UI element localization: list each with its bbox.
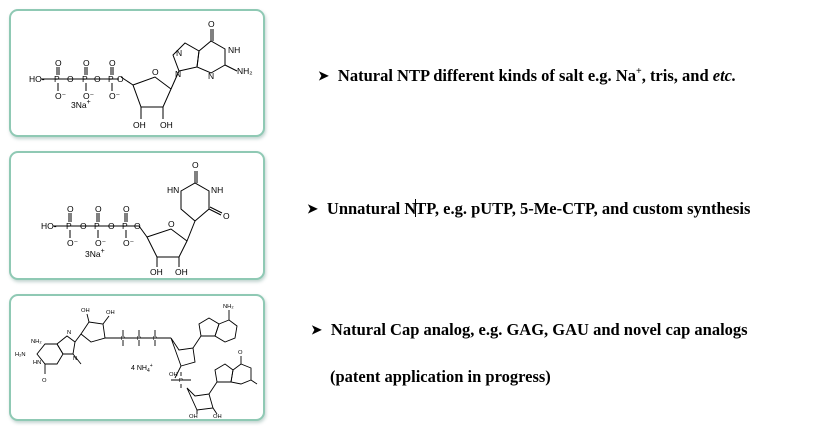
sugar-hydroxyl: OH xyxy=(213,414,222,419)
anionic-oxygen: O⁻ xyxy=(123,238,134,248)
item-text: (patent application in progress) xyxy=(330,367,551,386)
phosphorus-atom: P xyxy=(82,74,88,84)
bullet-item-cap-analog-continuation: (patent application in progress) xyxy=(330,367,551,387)
bridge-oxygen: O xyxy=(80,221,87,231)
amino-group: NH₂ xyxy=(223,304,234,310)
item-text: Unnatural NTP, e.g. pUTP, 5-Me-CTP, and … xyxy=(326,199,751,218)
ring-nitrogen: N xyxy=(208,71,214,81)
etc-text: etc. xyxy=(712,66,737,85)
ring-oxygen: O xyxy=(152,67,159,77)
salt-label: 3Na+ xyxy=(71,99,91,110)
ester-oxygen: O xyxy=(117,74,124,84)
carbonyl-oxygen: O xyxy=(223,211,230,221)
phosphate-chain-label: HO- xyxy=(41,221,57,231)
phosphorus-atom: P xyxy=(137,336,141,342)
phosphoryl-oxygen: O xyxy=(55,58,62,68)
cap-analog-structure-drawing: 4 NH4+ O NH₂ N N HN H₂N OH OH OH NH₂ O O… xyxy=(15,304,258,419)
phosphorus-atom: P xyxy=(94,221,100,231)
ester-oxygen: O xyxy=(134,221,141,231)
carbonyl-oxygen: O xyxy=(208,19,215,29)
ring-nh: NH xyxy=(211,185,223,195)
anionic-oxygen: O⁻ xyxy=(55,91,66,101)
bullet-arrow-icon: ➤ xyxy=(307,201,318,216)
ring-nitrogen: N xyxy=(175,69,181,79)
amino-group: NH₂ xyxy=(237,66,253,76)
bridge-oxygen: O xyxy=(108,221,115,231)
sugar-hydroxyl: OH xyxy=(150,267,163,277)
sugar-hydroxyl: OH xyxy=(175,267,188,277)
phosphorus-atom: P xyxy=(122,221,128,231)
phosphorus-atom: P xyxy=(179,378,183,384)
ring-nitrogen: N xyxy=(176,48,182,58)
amino-group: H₂N xyxy=(15,352,26,358)
phosphorus-atom: P xyxy=(108,74,114,84)
ring-nitrogen: N xyxy=(67,330,71,336)
phosphorus-atom: P xyxy=(66,221,72,231)
ring-nh: NH xyxy=(228,45,240,55)
salt-label: 4 NH4+ xyxy=(131,363,153,374)
bridge-oxygen: O xyxy=(94,74,101,84)
sugar-hydroxyl: OH xyxy=(189,414,198,419)
phosphoryl-oxygen: O xyxy=(109,58,116,68)
phosphorus-atom: P xyxy=(153,336,157,342)
anionic-oxygen: O⁻ xyxy=(95,238,106,248)
carbonyl-oxygen: O xyxy=(192,160,199,170)
sugar-hydroxyl: OH xyxy=(160,120,173,130)
salt-label: 3Na+ xyxy=(85,248,105,259)
sodium-charge-superscript: + xyxy=(635,65,642,77)
phosphoryl-oxygen: O xyxy=(123,204,130,214)
sugar-hydroxyl: OH xyxy=(106,310,115,316)
ring-oxygen: O xyxy=(168,219,175,229)
phosphate-chain-label: HO- xyxy=(29,74,45,84)
phosphoryl-oxygen: O xyxy=(67,204,74,214)
structure-card-gtp: HO- P O P O P O O O O O⁻ O⁻ O⁻ O 3Na+ OH… xyxy=(9,9,265,137)
ring-hn: HN xyxy=(167,185,179,195)
sugar-hydroxyl: OH xyxy=(133,120,146,130)
structure-card-cap-analog: 4 NH4+ O NH₂ N N HN H₂N OH OH OH NH₂ O O… xyxy=(9,294,265,421)
carbonyl-oxygen: O xyxy=(42,378,47,384)
carbonyl-oxygen: O xyxy=(238,350,243,356)
putp-structure-drawing: HO- P O P O P O O O O O⁻ O⁻ O⁻ O 3Na+ OH… xyxy=(41,160,230,277)
phosphoryl-oxygen: O xyxy=(95,204,102,214)
bullet-item-natural-ntp: ➤ Natural NTP different kinds of salt e.… xyxy=(318,66,736,86)
bridge-oxygen: O xyxy=(67,74,74,84)
amino-group: NH₂ xyxy=(31,339,42,345)
gtp-structure-drawing: HO- P O P O P O O O O O⁻ O⁻ O⁻ O 3Na+ OH… xyxy=(29,19,253,130)
bullet-item-cap-analog: ➤ Natural Cap analog, e.g. GAG, GAU and … xyxy=(311,320,748,340)
bullet-item-unnatural-ntp: ➤ Unnatural NTP, e.g. pUTP, 5-Me-CTP, an… xyxy=(307,199,750,219)
anionic-oxygen: O⁻ xyxy=(83,91,94,101)
ring-hn: HN xyxy=(33,360,41,366)
phosphorus-atom: P xyxy=(54,74,60,84)
sugar-hydroxyl: OH xyxy=(81,308,90,314)
anionic-oxygen: O⁻ xyxy=(109,91,120,101)
item-text: Natural NTP different kinds of salt e.g.… xyxy=(337,65,737,85)
bullet-arrow-icon: ➤ xyxy=(311,322,322,337)
phosphorus-atom: P xyxy=(121,336,125,342)
phosphoryl-oxygen: O xyxy=(83,58,90,68)
text-cursor xyxy=(415,199,417,217)
anionic-oxygen: O⁻ xyxy=(67,238,78,248)
sugar-hydroxyl: OH xyxy=(169,372,178,378)
structure-card-putp: HO- P O P O P O O O O O⁻ O⁻ O⁻ O 3Na+ OH… xyxy=(9,151,265,280)
ring-nitrogen: N xyxy=(73,356,77,362)
item-text: Natural Cap analog, e.g. GAG, GAU and no… xyxy=(330,320,748,339)
bullet-arrow-icon: ➤ xyxy=(318,68,329,83)
